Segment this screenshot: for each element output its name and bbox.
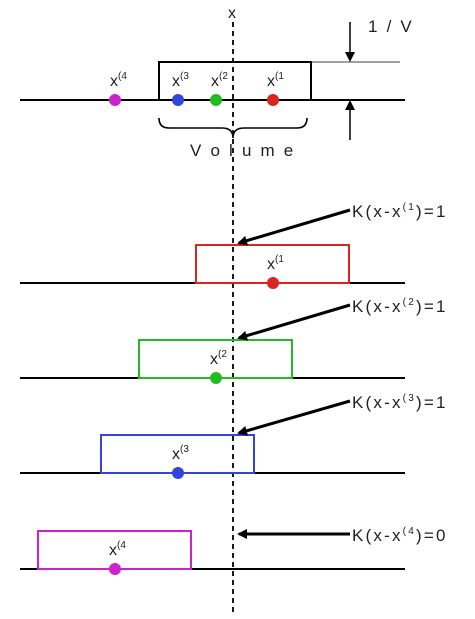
kernel-panel-4: x(4 K(x-x(4)=0	[20, 526, 448, 575]
kernel-label-3: K(x-x(3)=1	[352, 393, 448, 412]
kernel-point-3	[172, 467, 184, 479]
kernel-point-label-1: x(1	[267, 254, 284, 273]
kernel-label-2: K(x-x(2)=1	[352, 297, 448, 316]
top-point-3: x(3	[172, 71, 189, 106]
kernel-point-label-4: x(4	[109, 540, 126, 559]
pointer-arrow-3	[237, 399, 351, 436]
volume-box	[158, 61, 312, 101]
kernel-label-4: K(x-x(4)=0	[352, 526, 448, 545]
pointer-arrow-1	[237, 208, 351, 246]
kernel-point-label-3: x(3	[172, 444, 189, 463]
kernel-label-1: K(x-x(1)=1	[352, 202, 448, 221]
sample-point-1	[267, 94, 279, 106]
kernel-point-2	[210, 372, 222, 384]
query-axis-label: x	[228, 5, 236, 22]
kernel-point-label-2: x(2	[210, 349, 227, 368]
point-label-3: x(3	[172, 71, 189, 90]
volume-label: V o l u m e	[190, 141, 295, 160]
top-point-2: x(2	[210, 71, 228, 106]
point-label-2: x(2	[211, 71, 228, 90]
kernel-panel-1: x(1 K(x-x(1)=1	[20, 202, 448, 289]
point-label-4: x(4	[110, 71, 127, 90]
sample-point-3	[172, 94, 184, 106]
kernel-panel-3: x(3 K(x-x(3)=1	[20, 393, 448, 479]
sample-point-2	[210, 94, 222, 106]
pointer-arrow-2	[237, 303, 351, 341]
height-label: 1 / V	[368, 17, 414, 36]
top-point-1: x(1	[267, 71, 284, 106]
sample-point-4	[109, 94, 121, 106]
volume-brace	[158, 117, 308, 139]
kernel-point-4	[109, 563, 121, 575]
kernel-panel-2: x(2 K(x-x(2)=1	[20, 297, 448, 384]
point-label-1: x(1	[267, 71, 284, 90]
top-point-4: x(4	[109, 71, 127, 106]
top-panel: 1 / V x(4 x(3 x(2 x(1 V o l u m e	[20, 17, 414, 160]
kernel-point-1	[267, 277, 279, 289]
